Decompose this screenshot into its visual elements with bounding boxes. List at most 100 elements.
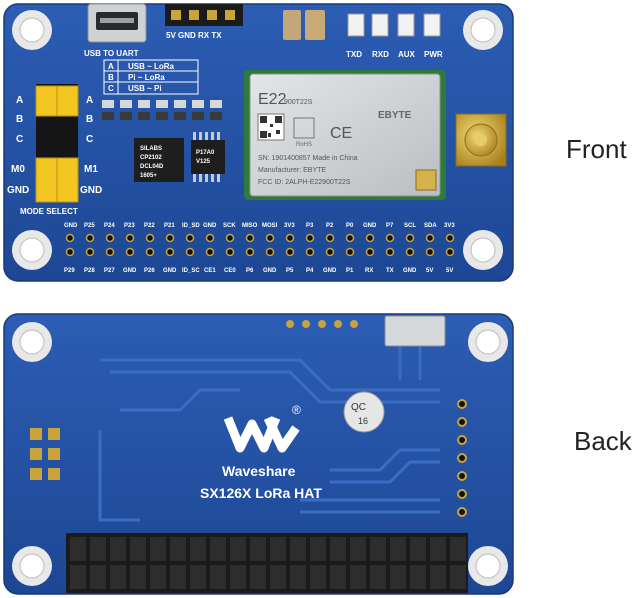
mounting-holes-front bbox=[12, 10, 503, 270]
sma-connector bbox=[455, 113, 507, 167]
mode-key-c: C bbox=[108, 84, 114, 93]
pin-label: SCL bbox=[404, 223, 416, 229]
module-model: E22 bbox=[258, 91, 287, 108]
jumper-left-m0: M0 bbox=[11, 164, 25, 175]
pin-label: TX bbox=[386, 268, 394, 274]
pin-label: P2 bbox=[326, 223, 334, 229]
led-row bbox=[347, 13, 441, 37]
jumper-left-a: A bbox=[16, 95, 23, 106]
mode-select-label: MODE SELECT bbox=[20, 207, 78, 216]
pin-label: ID_SC bbox=[182, 268, 200, 274]
uart-header bbox=[165, 4, 243, 26]
pin-label: P6 bbox=[246, 268, 254, 274]
led-label-rxd: RXD bbox=[372, 50, 389, 59]
module-brand: EBYTE bbox=[378, 110, 412, 121]
chip-line-2: CP2102 bbox=[140, 155, 162, 161]
pin-label: GND bbox=[363, 223, 377, 229]
pin-label: P28 bbox=[84, 268, 95, 274]
pin-label: MISO bbox=[242, 223, 258, 229]
small-ic: P17A0 V125 bbox=[191, 132, 225, 182]
mode-table: A USB ~ LoRa B Pi ~ LoRa C USB ~ Pi bbox=[103, 59, 199, 95]
back-right-pads bbox=[457, 399, 467, 517]
pin-label: MOSI bbox=[262, 223, 278, 229]
pin-label: P7 bbox=[386, 223, 394, 229]
pin-label: 5V bbox=[446, 268, 453, 274]
mode-value-c: USB ~ Pi bbox=[128, 84, 162, 93]
pin-label: GND bbox=[64, 223, 78, 229]
jumper-right-gnd: GND bbox=[80, 185, 102, 196]
module-manufacturer: Manufacturer: EBYTE bbox=[258, 167, 326, 174]
pin-label: P23 bbox=[124, 223, 135, 229]
mode-value-a: USB ~ LoRa bbox=[128, 62, 175, 71]
pin-label: GND bbox=[263, 268, 277, 274]
chip-line-3: DCL04D bbox=[140, 164, 164, 170]
pin-label: GND bbox=[403, 268, 417, 274]
pin-label: P26 bbox=[144, 268, 155, 274]
cp2102-chip: SILABS CP2102 DCL04D 1605+ bbox=[134, 138, 184, 182]
pin-label: CE0 bbox=[224, 268, 236, 274]
pin-label: ID_SD bbox=[182, 223, 200, 229]
chip-line-1: SILABS bbox=[140, 146, 162, 152]
pin-label: P27 bbox=[104, 268, 115, 274]
jumper-left-c: C bbox=[16, 134, 23, 145]
qc-sticker: QC 16 bbox=[343, 391, 385, 433]
back-board: QC 16 ® Waveshare SX126X LoRa HAT bbox=[3, 313, 514, 595]
jumper-right-c: C bbox=[86, 134, 93, 145]
led-label-pwr: PWR bbox=[424, 50, 443, 59]
back-left-pads bbox=[30, 428, 60, 480]
pin-label: P24 bbox=[104, 223, 115, 229]
capacitor bbox=[305, 10, 325, 40]
smd-components bbox=[102, 100, 222, 120]
waveshare-logo-icon bbox=[223, 416, 300, 453]
gpio-holes bbox=[65, 233, 455, 257]
uart-header-label: 5V GND RX TX bbox=[166, 31, 222, 40]
module-sn: SN: 1901400857 Made in China bbox=[258, 155, 358, 162]
jumper-right-b: B bbox=[86, 114, 93, 125]
pin-label: P1 bbox=[346, 268, 354, 274]
gpio-header-back bbox=[66, 533, 468, 593]
back-top-pins bbox=[286, 320, 358, 328]
chip-line-4: 1605+ bbox=[140, 173, 157, 179]
jumper-left-gnd: GND bbox=[7, 185, 29, 196]
module-fcc: FCC ID: 2ALPH-E22900T22S bbox=[258, 179, 351, 186]
pin-label: CE1 bbox=[204, 268, 216, 274]
jumper-left-b: B bbox=[16, 114, 23, 125]
rohs-mark bbox=[293, 117, 315, 139]
module-model-sub: 900T22S bbox=[284, 99, 313, 106]
pin-label: P25 bbox=[84, 223, 95, 229]
mounting-holes-back bbox=[12, 322, 508, 586]
qc-text: QC bbox=[351, 402, 366, 413]
capacitor bbox=[283, 10, 301, 40]
small-ic-line-2: V125 bbox=[196, 159, 211, 165]
mode-key-b: B bbox=[108, 73, 114, 82]
jumper-right-m1: M1 bbox=[84, 164, 98, 175]
pin-label: P0 bbox=[346, 223, 354, 229]
rohs-label: RoHS bbox=[296, 142, 312, 148]
small-ic-line-1: P17A0 bbox=[196, 150, 215, 156]
back-label: Back bbox=[574, 426, 633, 456]
pin-label: P21 bbox=[164, 223, 175, 229]
pin-label: 5V bbox=[426, 268, 433, 274]
jumper-block bbox=[35, 84, 79, 203]
pin-label: 3V3 bbox=[444, 223, 455, 229]
gpio-bottom-labels: P29 P28 P27 GND P26 GND ID_SC CE1 CE0 P6… bbox=[64, 268, 453, 274]
mode-value-b: Pi ~ LoRa bbox=[128, 73, 165, 82]
mode-key-a: A bbox=[108, 62, 114, 71]
pin-label: P3 bbox=[306, 223, 314, 229]
usb-to-uart-label: USB TO UART bbox=[84, 49, 139, 58]
back-brand: Waveshare bbox=[222, 463, 296, 479]
front-label: Front bbox=[566, 134, 627, 164]
pin-label: 3V3 bbox=[284, 223, 295, 229]
ce-mark: CE bbox=[330, 125, 352, 142]
usb-connector bbox=[87, 3, 147, 43]
registered-mark: ® bbox=[292, 403, 301, 417]
usb-footprint bbox=[384, 315, 446, 347]
led-label-aux: AUX bbox=[398, 50, 416, 59]
lora-module: E22 900T22S EBYTE RoHS CE SN: 1901400857… bbox=[244, 70, 446, 200]
pin-label: RX bbox=[365, 268, 373, 274]
pin-label: P4 bbox=[306, 268, 314, 274]
pin-label: GND bbox=[323, 268, 337, 274]
led-label-txd: TXD bbox=[346, 50, 362, 59]
jumper-right-a: A bbox=[86, 95, 93, 106]
